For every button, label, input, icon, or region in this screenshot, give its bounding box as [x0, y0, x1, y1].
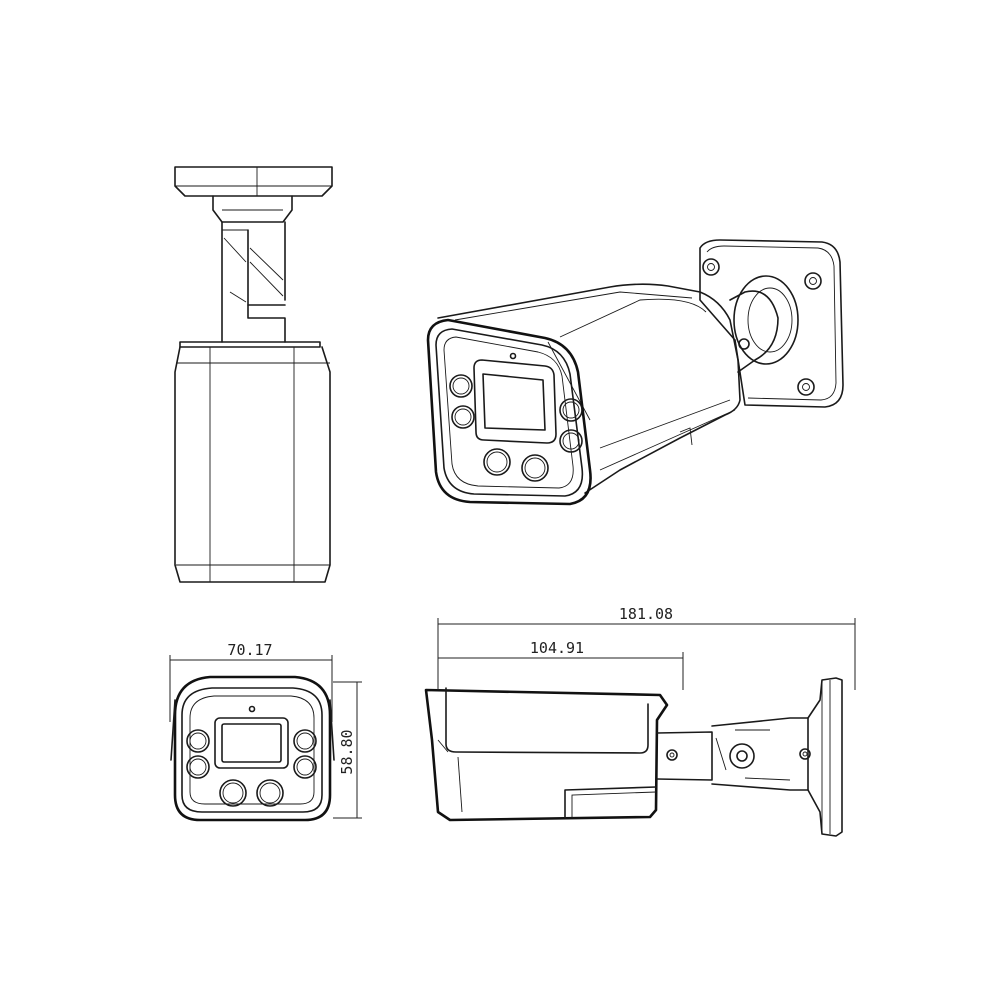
side-view	[424, 677, 843, 837]
overall-length-label: 181.08	[619, 605, 673, 623]
front-width-dimension: 70.17	[169, 641, 333, 722]
width-dimension-label: 70.17	[227, 641, 272, 659]
top-view	[174, 166, 333, 583]
housing-length-label: 104.91	[530, 639, 584, 657]
front-view	[170, 675, 335, 822]
isometric-view	[426, 239, 844, 506]
height-dimension-label: 58.80	[338, 729, 356, 774]
front-height-dimension: 58.80	[333, 681, 362, 819]
overall-length-dimension: 181.08	[437, 605, 856, 690]
housing-length-dimension: 104.91	[438, 639, 684, 690]
